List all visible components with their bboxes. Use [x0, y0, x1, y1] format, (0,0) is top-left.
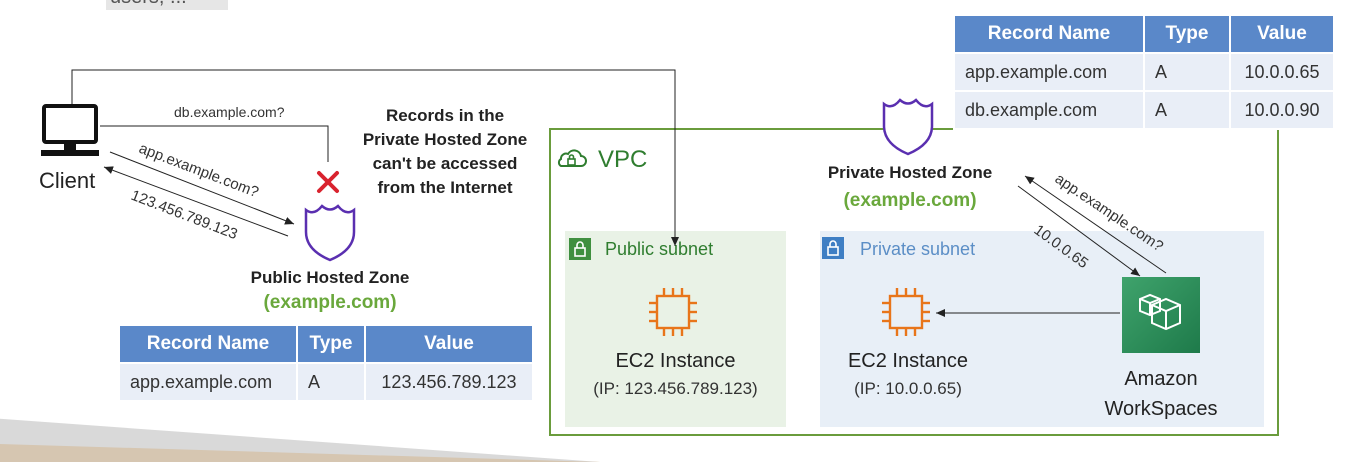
- public-hosted-zone-shield-icon: [304, 204, 356, 262]
- db-query-line: [100, 125, 329, 162]
- public-hosted-zone-domain: (example.com): [263, 292, 397, 313]
- public-ec2-label: EC2 Instance: [615, 350, 736, 372]
- app-query-label-left: app.example.com?: [137, 140, 261, 201]
- public-ec2-ip: (IP: 123.456.789.123): [593, 379, 758, 398]
- workspaces-label-line: Amazon: [1124, 368, 1198, 390]
- client-laptop-icon: [41, 104, 99, 156]
- note-line: can't be accessed: [372, 154, 518, 173]
- private-ec2-ip: (IP: 10.0.0.65): [854, 379, 962, 398]
- table-header: Type: [1143, 14, 1231, 54]
- vpc-cloud-icon: [553, 145, 589, 173]
- table-cell: 10.0.0.90: [1229, 90, 1335, 130]
- truncated-text-fragment: users, ...: [106, 0, 228, 10]
- table-row: db.example.com A 10.0.0.90: [953, 90, 1335, 130]
- public-subnet-lock-icon: [569, 238, 591, 260]
- note-line: Records in the: [385, 106, 505, 125]
- client-to-public-ec2-line: [71, 69, 679, 246]
- table-cell: app.example.com: [118, 362, 298, 402]
- private-subnet-lock-icon: [822, 237, 844, 259]
- table-row: app.example.com A 123.456.789.123: [118, 362, 534, 402]
- private-hosted-zone-domain: (example.com): [843, 190, 977, 211]
- table-cell: A: [1143, 90, 1231, 130]
- amazon-workspaces-icon: [1122, 277, 1200, 353]
- table-cell: app.example.com: [953, 52, 1145, 92]
- vpc-label: VPC: [598, 146, 648, 173]
- private-subnet-label: Private subnet: [860, 239, 976, 259]
- client-label: Client: [39, 168, 96, 193]
- public-ec2-chip-icon: [649, 288, 697, 336]
- table-header: Value: [1229, 14, 1335, 54]
- table-cell: 10.0.0.65: [1229, 52, 1335, 92]
- answer-label-right: 10.0.0.65: [1031, 221, 1092, 272]
- workspaces-label-line: WorkSpaces: [1104, 398, 1218, 420]
- app-query-line-left: [109, 151, 295, 225]
- private-ec2-chip-icon: [882, 288, 930, 336]
- public-zone-records-table: Record Name Type Value app.example.com A…: [118, 324, 534, 402]
- note-line: Private Hosted Zone: [362, 130, 528, 149]
- private-zone-records-table: Record Name Type Value app.example.com A…: [953, 14, 1335, 130]
- app-query-line-right: [1024, 175, 1167, 274]
- public-hosted-zone-title: Public Hosted Zone: [250, 268, 410, 287]
- table-cell: db.example.com: [953, 90, 1145, 130]
- table-header: Record Name: [118, 324, 298, 364]
- note-line: from the Internet: [377, 178, 513, 197]
- private-zone-note: Records in the Private Hosted Zone can't…: [350, 104, 540, 200]
- table-header: Value: [364, 324, 534, 364]
- table-header: Record Name: [953, 14, 1145, 54]
- answer-label-left: 123.456.789.123: [129, 187, 240, 243]
- private-ec2-label: EC2 Instance: [847, 350, 969, 372]
- private-hosted-zone-shield-icon: [882, 98, 934, 156]
- db-query-label: db.example.com?: [174, 104, 285, 120]
- private-hosted-zone-title: Private Hosted Zone: [827, 163, 993, 182]
- answer-line-left: [103, 166, 289, 237]
- public-subnet-label: Public subnet: [605, 239, 714, 259]
- answer-line-right: [1017, 185, 1141, 277]
- amazon-workspaces-label: Amazon WorkSpaces: [1086, 364, 1236, 424]
- table-cell: A: [1143, 52, 1231, 92]
- table-header: Type: [296, 324, 366, 364]
- blocked-x-icon: [317, 171, 339, 193]
- table-row: app.example.com A 10.0.0.65: [953, 52, 1335, 92]
- table-cell: A: [296, 362, 366, 402]
- table-cell: 123.456.789.123: [364, 362, 534, 402]
